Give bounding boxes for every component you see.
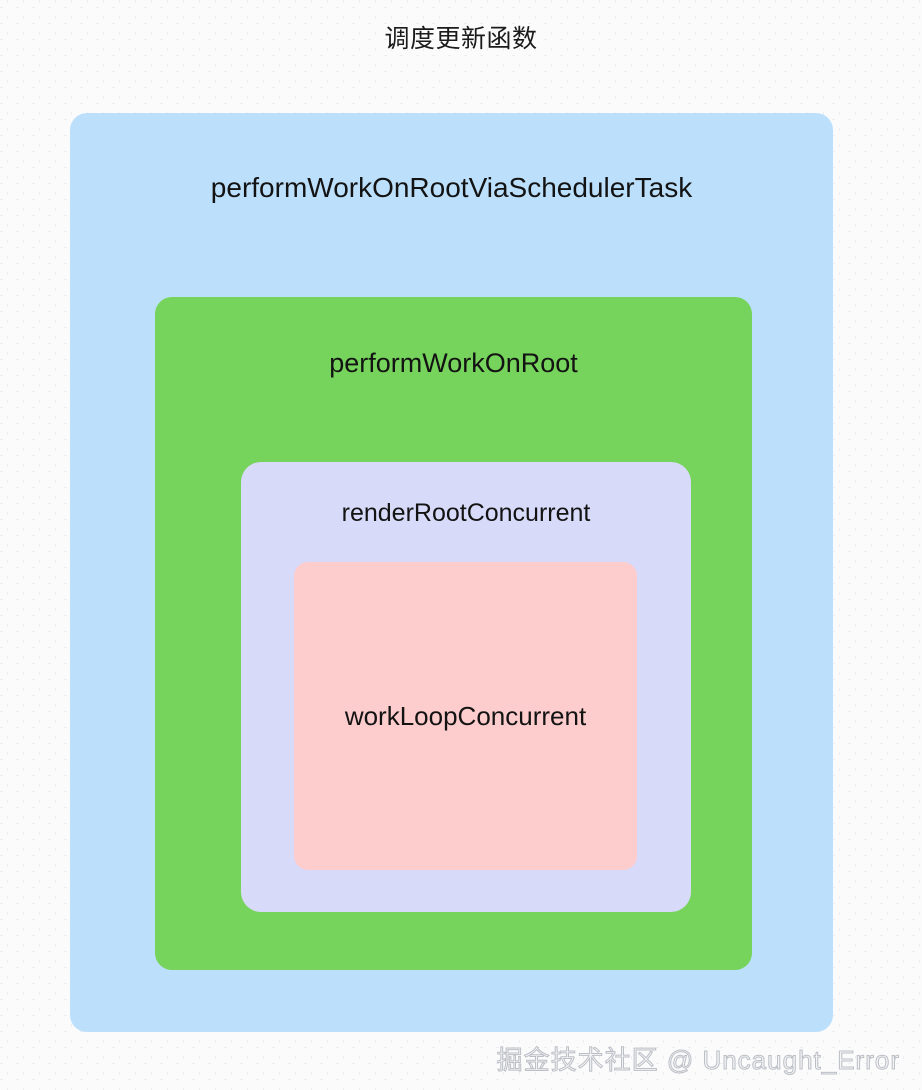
box-label-perform-work-on-root-via-scheduler-task: performWorkOnRootViaSchedulerTask [210,172,693,203]
box-work-loop-concurrent: workLoopConcurrent [294,562,637,870]
page-title: 调度更新函数 [384,25,538,53]
watermark-text: 掘金技术社区 @ Uncaught_Error [496,1045,900,1076]
box-perform-work-on-root: performWorkOnRoot renderRootConcurrent w… [155,297,752,970]
box-label-work-loop-concurrent: workLoopConcurrent [344,701,587,731]
box-perform-work-on-root-via-scheduler-task: performWorkOnRootViaSchedulerTask perfor… [70,113,833,1032]
box-label-render-root-concurrent: renderRootConcurrent [341,499,591,527]
box-label-perform-work-on-root: performWorkOnRoot [329,348,578,378]
box-render-root-concurrent: renderRootConcurrent workLoopConcurrent [241,462,691,912]
